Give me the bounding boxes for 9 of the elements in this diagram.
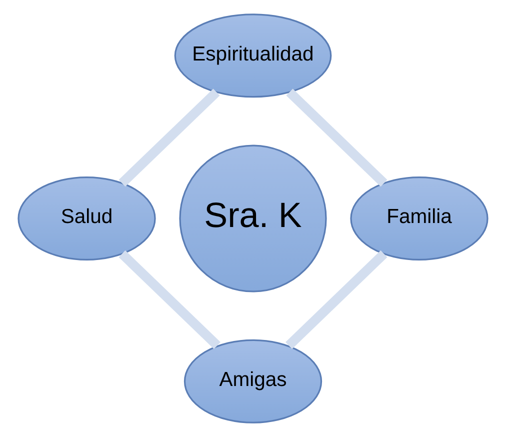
node-ellipse: Familia (350, 176, 488, 260)
connector (286, 88, 388, 186)
connector (118, 250, 220, 348)
node-circle: Sra. K (179, 144, 327, 292)
connector (286, 250, 388, 348)
node-ellipse: Espiritualidad (174, 13, 332, 98)
node-ellipse: Amigas (184, 338, 322, 423)
connector (118, 88, 220, 186)
node-ellipse: Salud (18, 176, 156, 260)
